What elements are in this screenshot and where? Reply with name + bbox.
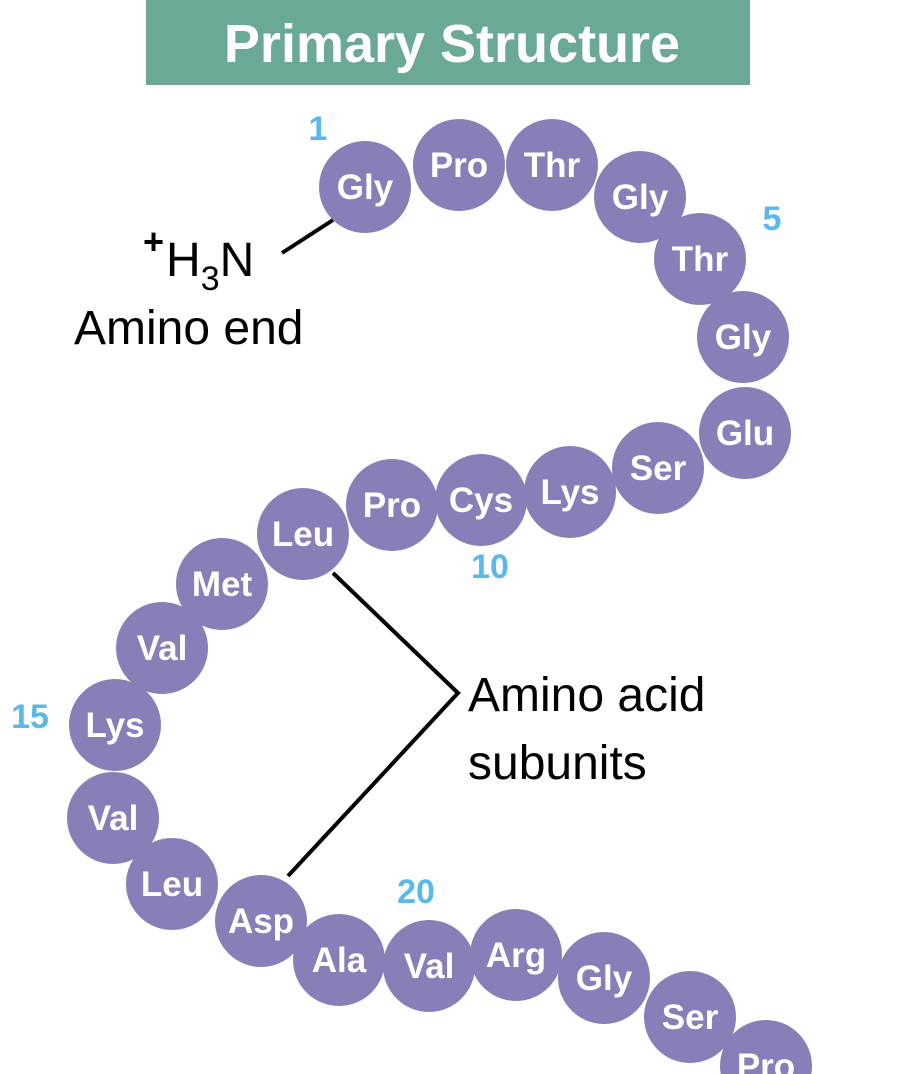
subunits-label-line2: subunits	[468, 737, 647, 790]
amino-acid-bead: Gly	[594, 151, 686, 243]
bead-circle	[126, 838, 218, 930]
amino-acid-bead: Gly	[697, 291, 789, 383]
position-number: 20	[397, 873, 435, 911]
bead-label: Pro	[430, 146, 488, 185]
bead-label: Ser	[662, 998, 719, 1037]
bead-label: Thr	[524, 146, 581, 185]
bead-circle	[699, 387, 791, 479]
amino-end-n: N	[220, 234, 255, 287]
amino-acid-bead: Pro	[413, 119, 505, 211]
amino-acid-bead: Thr	[506, 119, 598, 211]
position-number: 5	[763, 200, 782, 238]
bead-label: Met	[192, 565, 253, 604]
bead-label: Leu	[141, 865, 203, 904]
bead-circle	[383, 920, 475, 1012]
amino-acid-bead: Glu	[699, 387, 791, 479]
amino-acid-bead: Pro	[720, 1020, 812, 1074]
subunits-annotation: Amino acid subunits	[468, 669, 705, 790]
bead-circle	[257, 488, 349, 580]
bead-label: Pro	[363, 486, 421, 525]
amino-acid-bead: Val	[116, 602, 208, 694]
amino-end-h: H	[166, 234, 201, 287]
amino-acid-bead: Asp	[215, 875, 307, 967]
bead-circle	[720, 1020, 812, 1074]
bead-circle	[319, 141, 411, 233]
bead-circle	[176, 538, 268, 630]
amino-acid-bead: Thr	[654, 213, 746, 305]
amino-acid-bead: Pro	[346, 459, 438, 551]
bead-label: Gly	[337, 168, 394, 207]
amino-acid-bead: Cys	[435, 454, 527, 546]
bead-label: Gly	[715, 318, 772, 357]
bead-label: Arg	[486, 936, 546, 975]
bead-circle	[697, 291, 789, 383]
amino-acid-bead: Met	[176, 538, 268, 630]
amino-acid-bead: Gly	[558, 932, 650, 1024]
bead-circle	[215, 875, 307, 967]
bead-label: Gly	[612, 178, 669, 217]
bead-circle	[558, 932, 650, 1024]
amino-end-connector	[280, 218, 335, 255]
bead-label: Val	[88, 799, 139, 838]
bead-label: Asp	[228, 902, 294, 941]
bead-label: Gly	[576, 959, 633, 998]
bead-label: Leu	[272, 515, 334, 554]
bead-circle	[470, 909, 562, 1001]
bead-circle	[612, 422, 704, 514]
amino-acid-bead: Leu	[257, 488, 349, 580]
position-number: 1	[309, 110, 328, 148]
amino-end-subscript: 3	[201, 260, 220, 298]
subunits-bracket	[286, 571, 461, 878]
bead-circle	[654, 213, 746, 305]
bead-label: Val	[404, 947, 455, 986]
amino-acid-bead: Val	[383, 920, 475, 1012]
bead-circle	[69, 679, 161, 771]
subunits-label-line1: Amino acid	[468, 669, 705, 722]
title: Primary Structure	[224, 14, 680, 74]
bead-label: Ala	[312, 941, 367, 980]
bead-circle	[413, 119, 505, 211]
amino-end-label: Amino end	[74, 302, 303, 355]
bead-circle	[644, 971, 736, 1063]
bead-circle	[293, 914, 385, 1006]
bead-circle	[67, 772, 159, 864]
bead-circle	[116, 602, 208, 694]
bead-label: Pro	[737, 1047, 795, 1074]
bead-circle	[435, 454, 527, 546]
amino-end-group: +H3N Amino end	[74, 221, 303, 355]
bead-circle	[594, 151, 686, 243]
bead-label: Thr	[672, 240, 729, 279]
amino-acid-bead: Ser	[644, 971, 736, 1063]
bead-label: Lys	[540, 473, 599, 512]
bead-label: Ser	[630, 449, 687, 488]
title-background	[146, 0, 750, 85]
svg-text:+H3N: +H3N	[143, 221, 254, 298]
amino-acid-bead: Val	[67, 772, 159, 864]
bead-circle	[506, 119, 598, 211]
title-banner: Primary Structure	[146, 0, 750, 85]
position-number: 10	[471, 548, 509, 586]
position-number: 15	[11, 698, 49, 736]
bead-label: Lys	[85, 706, 144, 745]
bead-circle	[346, 459, 438, 551]
bead-label: Glu	[716, 414, 774, 453]
amino-end-charge: +	[143, 221, 164, 262]
amino-acid-bead: Gly	[319, 141, 411, 233]
bead-label: Cys	[449, 481, 513, 520]
bead-label: Val	[137, 629, 188, 668]
bead-circle	[524, 446, 616, 538]
amino-acid-bead: Lys	[69, 679, 161, 771]
amino-acid-bead: Leu	[126, 838, 218, 930]
amino-acid-bead: Arg	[470, 909, 562, 1001]
amino-acid-bead: Ser	[612, 422, 704, 514]
amino-acid-bead: Ala	[293, 914, 385, 1006]
amino-acid-bead: Lys	[524, 446, 616, 538]
